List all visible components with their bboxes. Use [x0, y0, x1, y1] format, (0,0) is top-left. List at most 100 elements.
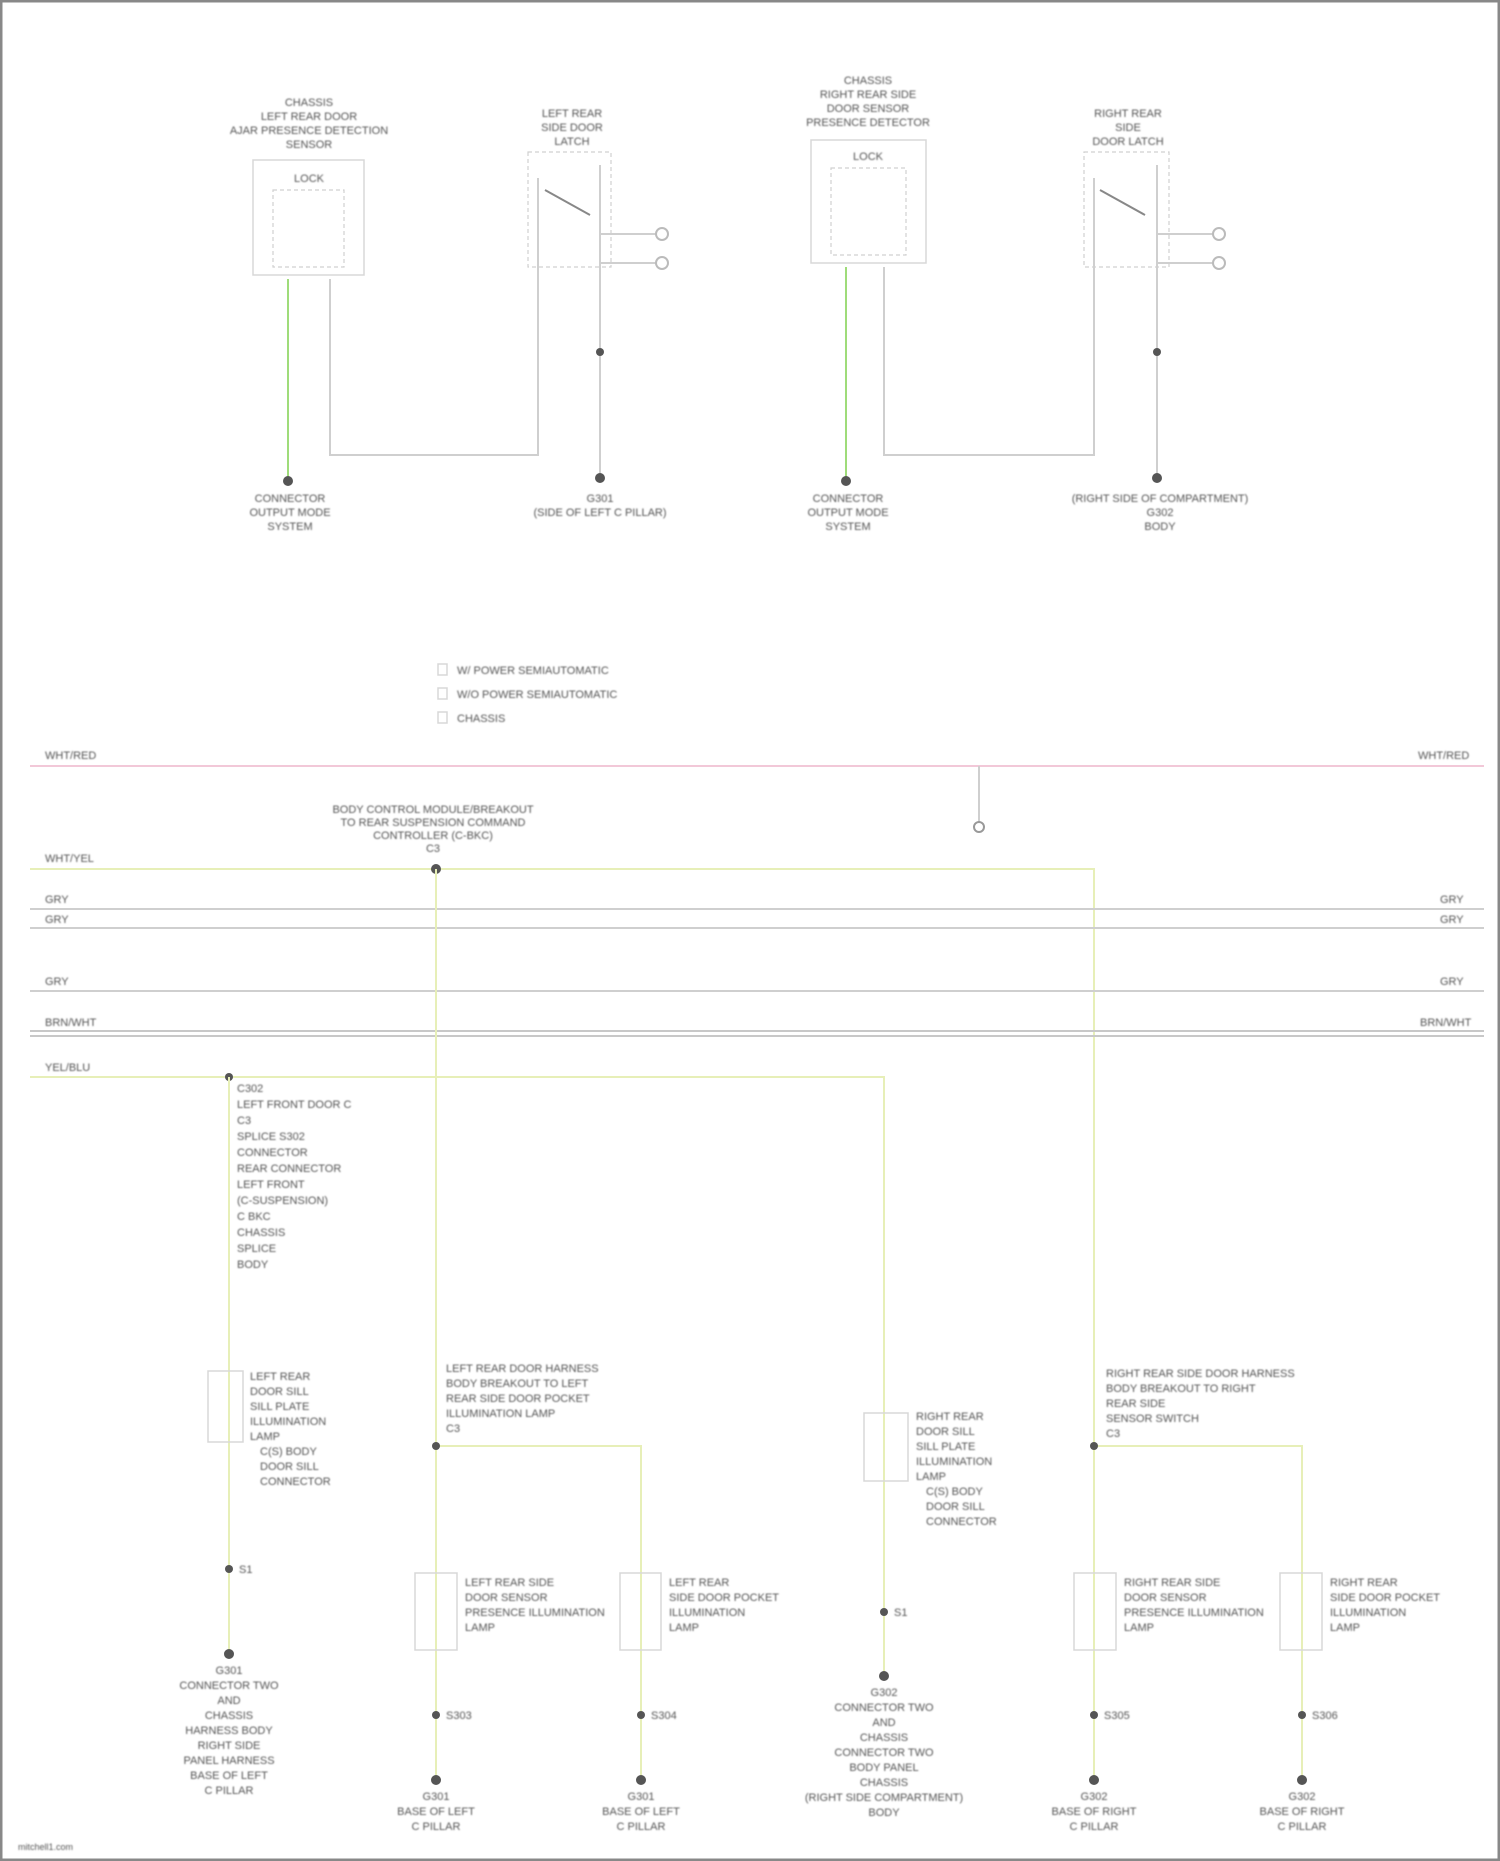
lamp-label: LAMP — [1330, 1622, 1360, 1634]
mid-note: SENSOR SWITCH — [1106, 1413, 1199, 1425]
connector-icon — [656, 228, 668, 240]
label: DOOR LATCH — [1092, 136, 1163, 148]
ground-label: BASE OF LEFT — [602, 1806, 680, 1818]
branch-note: (C-SUSPENSION) — [237, 1195, 328, 1207]
ground-dot — [1152, 473, 1162, 483]
ground-label: PANEL HARNESS — [183, 1755, 274, 1767]
ground-label: G301 — [628, 1791, 655, 1803]
terminal-dot — [225, 1565, 233, 1573]
branch-note: BODY — [237, 1259, 269, 1271]
label: CONNECTOR — [255, 493, 326, 505]
bus-label: GRY — [45, 976, 69, 988]
mid-note: C3 — [446, 1423, 460, 1435]
splice-label: S305 — [1104, 1710, 1130, 1722]
ground-label: G302 — [1289, 1791, 1316, 1803]
bus-label: GRY — [1440, 976, 1464, 988]
label: SYSTEM — [267, 521, 312, 533]
ground-label: C PILLAR — [412, 1821, 461, 1833]
terminal-dot — [431, 1775, 441, 1785]
lamp-sublabel: DOOR SILL — [260, 1461, 319, 1473]
label: LATCH — [554, 136, 589, 148]
lamp-label: SIDE DOOR POCKET — [669, 1592, 779, 1604]
ground-label: G301 — [423, 1791, 450, 1803]
connector-icon — [974, 822, 984, 832]
label: SYSTEM — [825, 521, 870, 533]
ground-label: CONNECTOR TWO — [834, 1747, 934, 1759]
branch-note: LEFT FRONT DOOR C — [237, 1099, 352, 1111]
connector-icon — [1213, 257, 1225, 269]
ground-label: BASE OF LEFT — [190, 1770, 268, 1782]
label: CONNECTOR — [813, 493, 884, 505]
mid-note: REAR SIDE — [1106, 1398, 1165, 1410]
bus-label: GRY — [45, 894, 69, 906]
ground-label: G302 — [1081, 1791, 1108, 1803]
splice-dot — [1090, 1442, 1098, 1450]
lamp-label: DOOR SILL — [916, 1426, 975, 1438]
terminal-dot — [1297, 1775, 1307, 1785]
lamp-label: PRESENCE ILLUMINATION — [465, 1607, 605, 1619]
label: G302 — [1147, 507, 1174, 519]
label: OUTPUT MODE — [249, 507, 330, 519]
connector-icon — [656, 257, 668, 269]
label: PRESENCE DETECTOR — [806, 117, 930, 129]
label: LEFT REAR — [542, 108, 602, 120]
module-label: C3 — [426, 843, 440, 855]
mid-note: LEFT REAR DOOR HARNESS — [446, 1363, 599, 1375]
ground-label: CHASSIS — [205, 1710, 253, 1722]
bus-label: BRN/WHT — [1420, 1017, 1472, 1029]
branch-note: LEFT FRONT — [237, 1179, 305, 1191]
lamp-sublabel: CONNECTOR — [260, 1476, 331, 1488]
branch-note: SPLICE S302 — [237, 1131, 305, 1143]
legend-item: W/ POWER SEMIAUTOMATIC — [457, 665, 609, 677]
splice-dot — [432, 1442, 440, 1450]
bus-label: BRN/WHT — [45, 1017, 97, 1029]
lamp-label: SILL PLATE — [916, 1441, 975, 1453]
mid-note: REAR SIDE DOOR POCKET — [446, 1393, 590, 1405]
bus-label: WHT/RED — [45, 750, 96, 762]
ground-label: BODY PANEL — [849, 1762, 918, 1774]
label: G301 — [587, 493, 614, 505]
branch-note: CHASSIS — [237, 1227, 285, 1239]
bus-label: GRY — [1440, 894, 1464, 906]
lamp-label: LAMP — [669, 1622, 699, 1634]
legend-item: CHASSIS — [457, 713, 505, 725]
ground-label: BODY — [868, 1807, 900, 1819]
ground-label: G302 — [871, 1687, 898, 1699]
ground-label: C PILLAR — [205, 1785, 254, 1797]
terminal-dot — [1090, 1711, 1098, 1719]
ground-label: AND — [872, 1717, 895, 1729]
label: RIGHT REAR SIDE — [820, 89, 916, 101]
branch-note: REAR CONNECTOR — [237, 1163, 341, 1175]
terminal-dot — [880, 1608, 888, 1616]
label: LOCK — [853, 151, 884, 163]
label: SENSOR — [286, 139, 333, 151]
terminal-dot — [1298, 1711, 1306, 1719]
lamp-label: RIGHT REAR — [1330, 1577, 1398, 1589]
mid-note: RIGHT REAR SIDE DOOR HARNESS — [1106, 1368, 1295, 1380]
lamp-sublabel: C(S) BODY — [260, 1446, 318, 1458]
ground-label: BASE OF RIGHT — [1260, 1806, 1345, 1818]
branch-note: C302 — [237, 1083, 263, 1095]
terminal-dot — [224, 1649, 234, 1659]
lamp-label: SILL PLATE — [250, 1401, 309, 1413]
module-label: CONTROLLER (C-BKC) — [373, 830, 493, 842]
bus-label: GRY — [45, 914, 69, 926]
label: SIDE DOOR — [541, 122, 603, 134]
ground-label: CHASSIS — [860, 1732, 908, 1744]
terminal-dot — [1089, 1775, 1099, 1785]
ground-label: AND — [217, 1695, 240, 1707]
label: RIGHT REAR — [1094, 108, 1162, 120]
ground-label: (RIGHT SIDE COMPARTMENT) — [805, 1792, 963, 1804]
splice-label: S306 — [1312, 1710, 1338, 1722]
branch-note: CONNECTOR — [237, 1147, 308, 1159]
lamp-label: LEFT REAR — [250, 1371, 310, 1383]
legend-item: W/O POWER SEMIAUTOMATIC — [457, 689, 617, 701]
lamp-label: ILLUMINATION — [669, 1607, 745, 1619]
lamp-label: LEFT REAR — [669, 1577, 729, 1589]
lamp-sublabel: CONNECTOR — [926, 1516, 997, 1528]
branch-note: SPLICE — [237, 1243, 276, 1255]
bus-label: WHT/YEL — [45, 853, 94, 865]
bus-label: YEL/BLU — [45, 1062, 90, 1074]
label: BODY — [1144, 521, 1176, 533]
